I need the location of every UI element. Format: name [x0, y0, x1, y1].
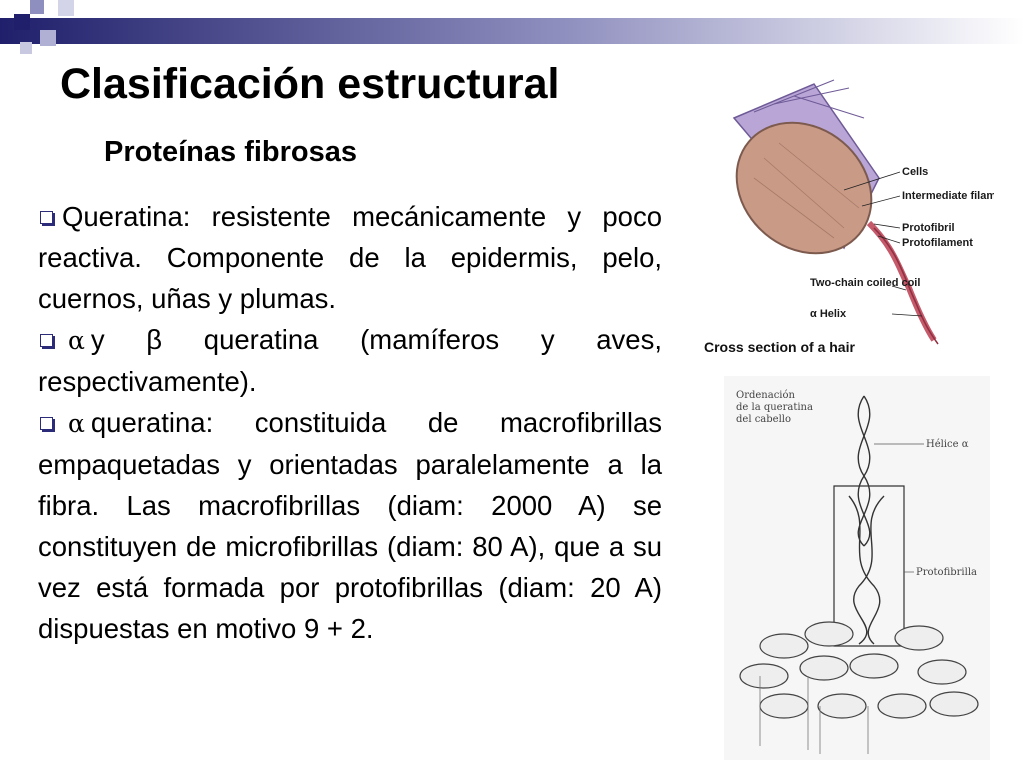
heading-line-2: de la queratina: [736, 402, 813, 413]
hair-strand-illustration: [732, 79, 939, 345]
heading-line-3: del cabello: [736, 414, 791, 425]
keratin-organization-figure: Ordenación de la queratina del cabello H…: [724, 376, 990, 760]
slide-subtitle: Proteínas fibrosas: [104, 136, 358, 168]
bullet-icon: [40, 417, 53, 431]
hair-cross-section-figure: Cells Intermediate filament Protofibril …: [704, 79, 994, 355]
header-decoration: [0, 0, 1024, 54]
label-protofilament: Protofilament: [902, 237, 973, 249]
label-alpha-helix: α Helix: [810, 308, 847, 320]
heading-line-1: Ordenación: [736, 390, 796, 401]
paragraph-queratina: Queratina: resistente mecánicamente y po…: [38, 201, 662, 314]
label-helice-alpha: Hélice α: [926, 439, 969, 450]
slide-title: Clasificación estructural: [60, 60, 560, 108]
protofibril-bundle-illustration: [739, 621, 979, 754]
bullet-icon: [40, 334, 53, 348]
label-cells: Cells: [902, 166, 928, 178]
label-intermediate-filament: Intermediate filament: [902, 190, 994, 202]
label-two-chain-coiled-coil: Two-chain coiled coil: [810, 277, 920, 289]
bullet-icon: [40, 211, 53, 225]
slide-body: Queratina: resistente mecánicamente y po…: [38, 196, 662, 649]
figure-caption: Cross section of a hair: [704, 339, 855, 355]
label-protofibril: Protofibril: [902, 222, 955, 234]
label-protofibrilla: Protofibrilla: [916, 567, 977, 578]
